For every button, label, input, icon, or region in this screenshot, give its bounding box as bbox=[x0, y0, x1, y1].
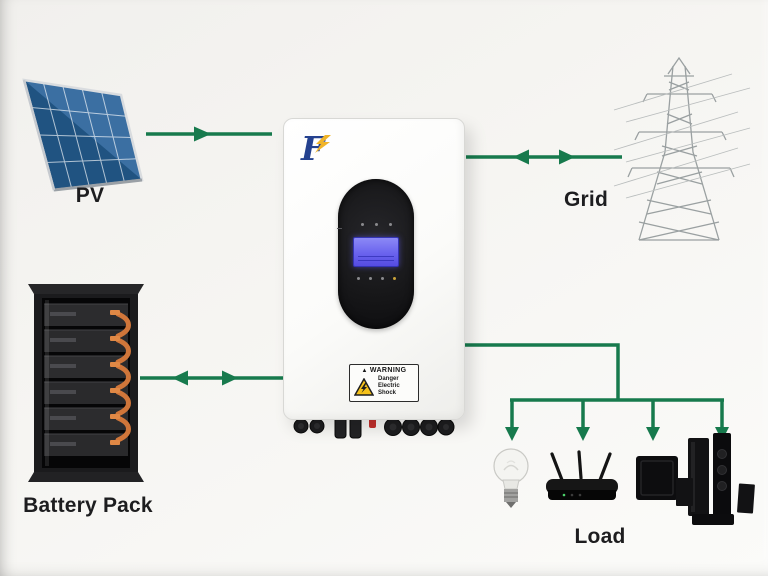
brand-logo-letter: F bbox=[301, 129, 325, 168]
pv-to-inverter-arrow bbox=[146, 126, 272, 142]
warning-line2: Electric bbox=[378, 383, 400, 389]
panel-button bbox=[380, 277, 384, 280]
load-label: Load bbox=[574, 525, 626, 548]
battery-cables bbox=[115, 311, 131, 443]
lightning-icon bbox=[315, 135, 331, 153]
pv-panel-illustration bbox=[22, 78, 144, 192]
brand-logo: F bbox=[297, 129, 341, 173]
battery-rack-illustration bbox=[28, 284, 144, 482]
battery-label: Battery Pack bbox=[23, 494, 153, 517]
warning-line3: Shock bbox=[378, 390, 397, 396]
inverter-device: F ▲ WARNI bbox=[283, 118, 465, 420]
grid-label: Grid bbox=[564, 188, 608, 211]
status-led bbox=[337, 223, 364, 229]
panel-button bbox=[356, 277, 360, 280]
speakers-icon bbox=[636, 433, 755, 525]
light-bulb-icon bbox=[493, 448, 529, 508]
warning-line1: Danger bbox=[378, 376, 399, 382]
inverter-display-panel bbox=[337, 179, 414, 329]
grid-tower-illustration bbox=[613, 56, 751, 241]
status-led bbox=[337, 223, 392, 229]
warning-triangle-icon bbox=[354, 377, 374, 396]
status-led-row bbox=[337, 223, 414, 229]
router-icon bbox=[546, 450, 618, 500]
panel-button bbox=[368, 277, 372, 280]
panel-button bbox=[392, 277, 396, 280]
warning-label: ▲ WARNING Danger Electric Shock bbox=[349, 364, 419, 402]
warning-title: WARNING bbox=[369, 367, 407, 374]
pv-label: PV bbox=[75, 184, 105, 207]
load-branch-arrowheads bbox=[505, 427, 729, 441]
grid-inverter-arrow bbox=[466, 149, 622, 165]
status-led bbox=[337, 223, 378, 229]
warning-triangle-small-icon: ▲ bbox=[361, 367, 368, 374]
inverter-to-load-wire bbox=[464, 343, 729, 441]
battery-inverter-arrow bbox=[140, 370, 284, 386]
lcd-screen bbox=[353, 237, 399, 267]
button-led-row bbox=[338, 277, 414, 280]
